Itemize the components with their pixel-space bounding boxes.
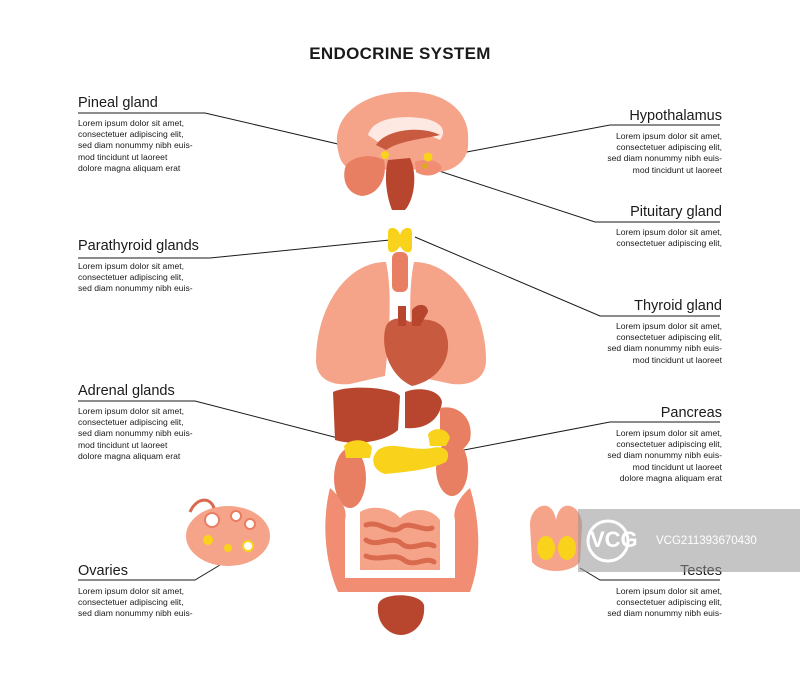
adrenal-glands-text: Lorem ipsum dolor sit amet, consectetuer… <box>78 406 193 461</box>
thyroid-gland-text: Lorem ipsum dolor sit amet, consectetuer… <box>607 321 722 365</box>
label-thyroid-gland: Thyroid gland Lorem ipsum dolor sit amet… <box>492 298 722 366</box>
pineal-gland-dot <box>381 151 389 159</box>
watermark-logo-icon <box>586 519 630 563</box>
trachea <box>392 252 408 292</box>
pancreas-text: Lorem ipsum dolor sit amet, consectetuer… <box>607 428 722 483</box>
pancreas-heading: Pancreas <box>660 405 722 421</box>
hypothalamus-leader <box>434 124 720 159</box>
pituitary-gland-heading: Pituitary gland <box>630 204 722 220</box>
brain <box>336 91 469 210</box>
thyroid-leader <box>414 236 720 317</box>
heart <box>384 304 449 386</box>
hypothalamus-dot <box>423 152 433 162</box>
parathyroid-glands-heading: Parathyroid glands <box>78 238 199 254</box>
watermark-id: VCG211393670430 <box>656 535 757 547</box>
pituitary-leader <box>429 167 720 223</box>
pituitary-dot <box>422 163 428 169</box>
adrenal-leader <box>78 400 366 446</box>
ovary <box>186 498 270 566</box>
testes <box>530 505 582 571</box>
parathyroid-glands-text: Lorem ipsum dolor sit amet, consectetuer… <box>78 261 193 294</box>
pancreas-leader <box>437 421 720 456</box>
ovaries-leader <box>78 564 221 581</box>
leader-lines <box>78 112 720 581</box>
testes-text: Lorem ipsum dolor sit amet, consectetuer… <box>607 586 722 619</box>
label-pancreas: Pancreas Lorem ipsum dolor sit amet, con… <box>492 405 722 484</box>
label-adrenal-glands: Adrenal glands Lorem ipsum dolor sit ame… <box>78 383 308 462</box>
thyroid-gland-heading: Thyroid gland <box>634 298 722 314</box>
hypothalamus-text: Lorem ipsum dolor sit amet, consectetuer… <box>607 131 722 175</box>
thyroid <box>388 227 412 253</box>
watermark-brand: VCG <box>590 527 638 552</box>
label-parathyroid-glands: Parathyroid glands Lorem ipsum dolor sit… <box>78 238 308 295</box>
diagram-title: ENDOCRINE SYSTEM <box>309 44 491 63</box>
label-pineal-gland: Pineal gland Lorem ipsum dolor sit amet,… <box>78 95 308 174</box>
pancreas <box>373 445 449 474</box>
ovaries-text: Lorem ipsum dolor sit amet, consectetuer… <box>78 586 193 619</box>
bladder <box>377 595 425 635</box>
label-testes: Testes Lorem ipsum dolor sit amet, conse… <box>492 563 722 620</box>
ovaries-heading: Ovaries <box>78 563 128 579</box>
label-pituitary-gland: Pituitary gland Lorem ipsum dolor sit am… <box>492 204 722 249</box>
watermark: VCG VCG211393670430 <box>578 509 800 572</box>
adrenal-glands <box>344 429 450 458</box>
pineal-gland-text: Lorem ipsum dolor sit amet, consectetuer… <box>78 118 193 173</box>
pineal-gland-heading: Pineal gland <box>78 95 158 111</box>
testes-leader <box>579 567 720 581</box>
adrenal-glands-heading: Adrenal glands <box>78 383 175 399</box>
intestines <box>325 488 479 592</box>
pineal-leader <box>78 112 386 156</box>
label-ovaries: Ovaries Lorem ipsum dolor sit amet, cons… <box>78 563 308 620</box>
label-hypothalamus: Hypothalamus Lorem ipsum dolor sit amet,… <box>492 108 722 176</box>
parathyroid-leader <box>78 239 391 259</box>
pituitary-gland-text: Lorem ipsum dolor sit amet, consectetuer… <box>615 227 722 249</box>
hypothalamus-heading: Hypothalamus <box>629 108 722 124</box>
